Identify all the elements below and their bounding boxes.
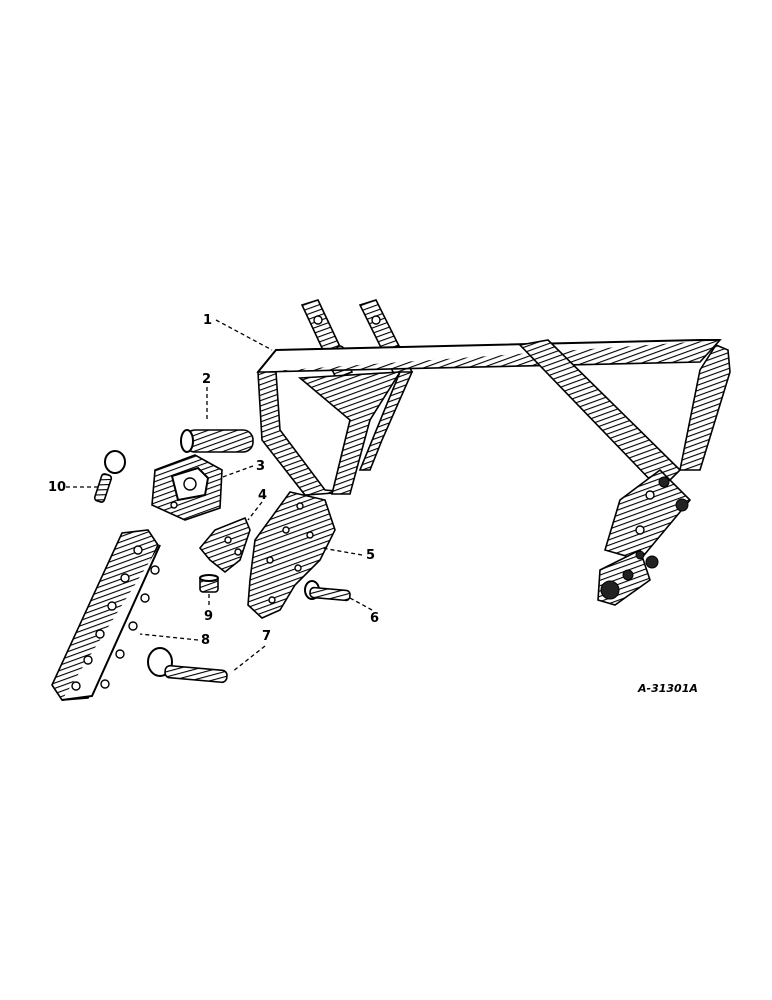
- small-bracket-part: [198, 516, 251, 574]
- leader-lines: [66, 319, 373, 673]
- callout-5: 5: [366, 548, 375, 563]
- callout-labels: 1 2 3 4 5 6 7 8 9 10: [48, 313, 379, 648]
- bushing-tube-part: [180, 429, 254, 453]
- drawbar-plate-part: [51, 529, 161, 701]
- pin-7-part: [147, 647, 228, 684]
- callout-4: 4: [258, 488, 267, 503]
- callout-7: 7: [262, 629, 271, 644]
- callout-2: 2: [202, 372, 211, 387]
- clevis-bracket-part: [151, 454, 223, 521]
- spacer-part: [199, 574, 219, 593]
- callout-3: 3: [256, 459, 265, 474]
- pin-6-part: [304, 580, 351, 602]
- reference-code: A-31301A: [637, 682, 698, 695]
- callout-10: 10: [48, 480, 66, 495]
- callout-1: 1: [203, 313, 212, 328]
- hook-plate-part: [247, 491, 336, 619]
- callout-9: 9: [204, 609, 213, 624]
- lock-pin-part: [93, 450, 126, 503]
- callout-8: 8: [201, 633, 210, 648]
- hitch-frame-part: [256, 299, 731, 606]
- callout-6: 6: [370, 611, 379, 626]
